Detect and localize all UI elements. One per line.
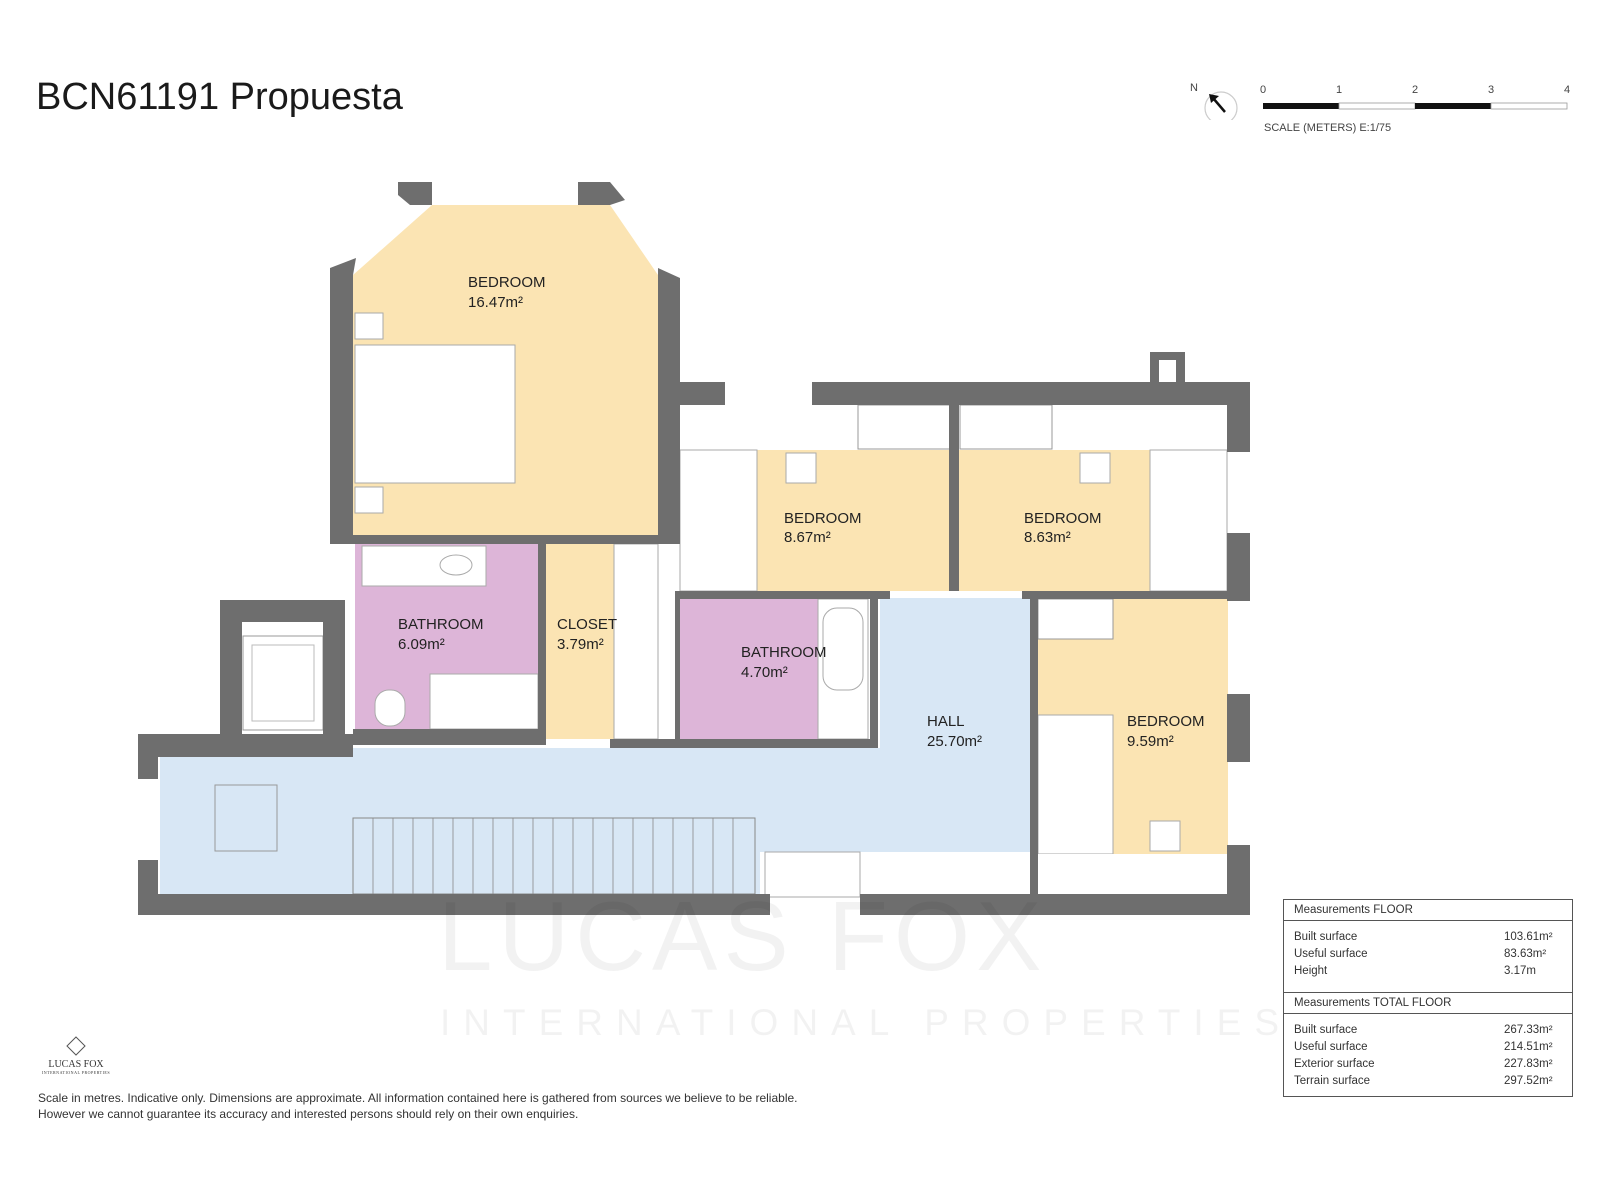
logo-name: LUCAS FOX (48, 1059, 104, 1070)
measurement-row: Useful surface 83.63m² (1294, 948, 1562, 965)
measurement-value: 214.51m² (1504, 1041, 1553, 1053)
measurement-label: Useful surface (1294, 948, 1368, 960)
measurements-total-header: Measurements TOTAL FLOOR (1284, 993, 1572, 1014)
disclaimer-line: Scale in metres. Indicative only. Dimens… (38, 1091, 798, 1105)
measurement-value: 297.52m² (1504, 1075, 1553, 1087)
measurement-row: Built surface 103.61m² (1294, 931, 1562, 948)
room-name: BEDROOM (1127, 713, 1205, 730)
measurement-value: 103.61m² (1504, 931, 1553, 943)
room-area: 9.59m² (1127, 733, 1174, 750)
scale-bar (1204, 91, 1568, 120)
measurements-floor-header: Measurements FLOOR (1284, 900, 1572, 921)
disclaimer: Scale in metres. Indicative only. Dimens… (38, 1090, 798, 1122)
measurement-value: 83.63m² (1504, 948, 1547, 960)
measurement-row: Height 3.17m (1294, 965, 1562, 982)
room-area: 25.70m² (927, 733, 982, 750)
measurement-row: Exterior surface 227.83m² (1294, 1058, 1562, 1075)
measurement-row: Built surface 267.33m² (1294, 1024, 1562, 1041)
measurement-label: Height (1294, 965, 1328, 977)
measurement-value: 267.33m² (1504, 1024, 1553, 1036)
scale-tick: 0 (1260, 84, 1267, 96)
north-arrow-icon (1212, 97, 1226, 113)
watermark-subtext: INTERNATIONAL PROPERTIES (440, 1002, 1293, 1043)
logo-diamond-icon (66, 1036, 86, 1056)
lucas-fox-logo: LUCAS FOX INTERNATIONAL PROPERTIES (40, 1036, 112, 1075)
walls (138, 182, 1250, 915)
north-label: N (1190, 82, 1198, 94)
measurement-row: Terrain surface 297.52m² (1294, 1075, 1562, 1092)
measurement-row: Useful surface 214.51m² (1294, 1041, 1562, 1058)
bathroom-2-area (680, 599, 818, 739)
room-area: 4.70m² (741, 664, 788, 681)
scale-tick: 2 (1412, 84, 1419, 96)
measurement-label: Terrain surface (1294, 1075, 1371, 1087)
room-name: BEDROOM (1024, 510, 1102, 527)
logo-subtitle: INTERNATIONAL PROPERTIES (41, 1070, 111, 1075)
scale-tick: 1 (1336, 84, 1343, 96)
room-area: 6.09m² (398, 636, 445, 653)
room-name: BATHROOM (398, 616, 484, 633)
scale-tick: 3 (1488, 84, 1495, 96)
room-area: 8.63m² (1024, 529, 1071, 546)
measurement-label: Built surface (1294, 1024, 1358, 1036)
room-name: BEDROOM (468, 274, 546, 291)
scale-label: SCALE (METERS) E:1/75 (1264, 122, 1392, 134)
measurement-label: Built surface (1294, 931, 1358, 943)
room-name: BATHROOM (741, 644, 827, 661)
measurement-label: Exterior surface (1294, 1058, 1375, 1070)
bedroom-3-area (959, 450, 1150, 591)
room-name: HALL (927, 713, 965, 730)
room-area: 16.47m² (468, 294, 523, 311)
measurements-table: Measurements FLOOR Built surface 103.61m²… (1283, 899, 1573, 1097)
room-area: 8.67m² (784, 529, 831, 546)
measurement-value: 3.17m (1504, 965, 1536, 977)
watermark-text: LUCAS FOX (438, 881, 1048, 991)
plan-title: BCN61191 Propuesta (36, 76, 403, 118)
scale-tick: 4 (1564, 84, 1571, 96)
measurement-label: Useful surface (1294, 1041, 1368, 1053)
measurement-value: 227.83m² (1504, 1058, 1553, 1070)
room-name: BEDROOM (784, 510, 862, 527)
room-name: CLOSET (557, 616, 617, 633)
disclaimer-line: However we cannot guarantee its accuracy… (38, 1107, 579, 1121)
room-area: 3.79m² (557, 636, 604, 653)
compass-circle (1204, 91, 1238, 120)
